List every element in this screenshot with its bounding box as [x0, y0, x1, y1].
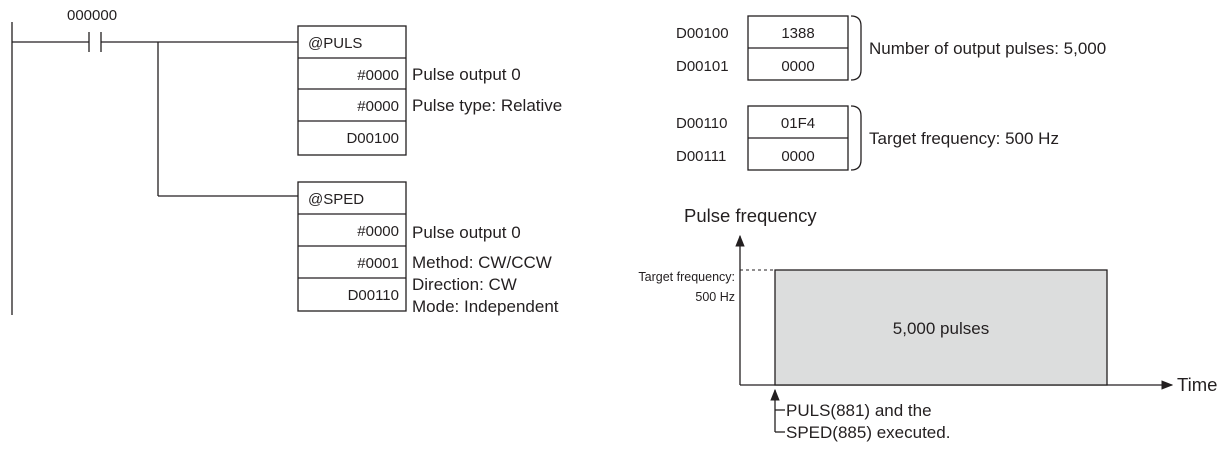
contact-address: 000000	[67, 7, 117, 24]
pulse-area	[774, 269, 1108, 386]
pulse-word-value-1: 1388	[781, 25, 814, 42]
sped-operand-2: #0001	[357, 255, 399, 272]
ladder-diagram: 000000 @PULS #0000 #0000 D00100 Pulse ou…	[11, 7, 562, 316]
no-contact-symbol	[88, 32, 102, 52]
pulse-count-note: Number of output pulses: 5,000	[869, 39, 1106, 58]
frequency-note: Target frequency: 500 Hz	[869, 129, 1059, 148]
freq-word-value-1: 01F4	[781, 115, 815, 132]
freq-word-value-2: 0000	[781, 148, 814, 165]
puls-operand-3: D00100	[346, 130, 399, 147]
execution-note-2: SPED(885) executed.	[786, 423, 950, 442]
puls-note-output: Pulse output 0	[412, 65, 521, 84]
puls-operand-2: #0000	[357, 98, 399, 115]
frequency-words: D00110 D00111 01F4 0000 Target frequency…	[676, 105, 1059, 171]
pulse-brace	[850, 15, 862, 81]
puls-note-type: Pulse type: Relative	[412, 96, 562, 115]
pulse-area-label: 5,000 pulses	[893, 319, 989, 338]
pulse-word-address-1: D00100	[676, 25, 729, 42]
frequency-brace	[850, 105, 862, 171]
execution-note-1: PULS(881) and the	[786, 401, 932, 420]
puls-mnemonic: @PULS	[308, 35, 362, 52]
sped-instruction-block: @SPED #0000 #0001 D00110	[297, 181, 407, 312]
freq-word-address-1: D00110	[676, 115, 727, 132]
y-axis-label: Pulse frequency	[684, 205, 817, 226]
pulse-count-words: D00100 D00101 1388 0000 Number of output…	[676, 15, 1106, 81]
x-axis-label: Time	[1177, 374, 1217, 395]
puls-instruction-block: @PULS #0000 #0000 D00100	[297, 25, 407, 156]
sped-note-direction: Direction: CW	[412, 275, 517, 294]
puls-operand-1: #0000	[357, 67, 399, 84]
target-frequency-label-1: Target frequency:	[638, 270, 735, 284]
target-frequency-label-2: 500 Hz	[695, 290, 735, 304]
freq-word-address-2: D00111	[676, 148, 726, 165]
pulse-frequency-graph: Pulse frequency Time Target frequency: 5…	[638, 205, 1217, 442]
sped-note-mode: Mode: Independent	[412, 297, 559, 316]
pulse-word-address-2: D00101	[676, 58, 729, 75]
sped-note-output: Pulse output 0	[412, 223, 521, 242]
sped-note-method: Method: CW/CCW	[412, 253, 552, 272]
sped-mnemonic: @SPED	[308, 191, 364, 208]
pulse-word-value-2: 0000	[781, 58, 814, 75]
sped-operand-1: #0000	[357, 223, 399, 240]
sped-operand-3: D00110	[348, 287, 399, 304]
